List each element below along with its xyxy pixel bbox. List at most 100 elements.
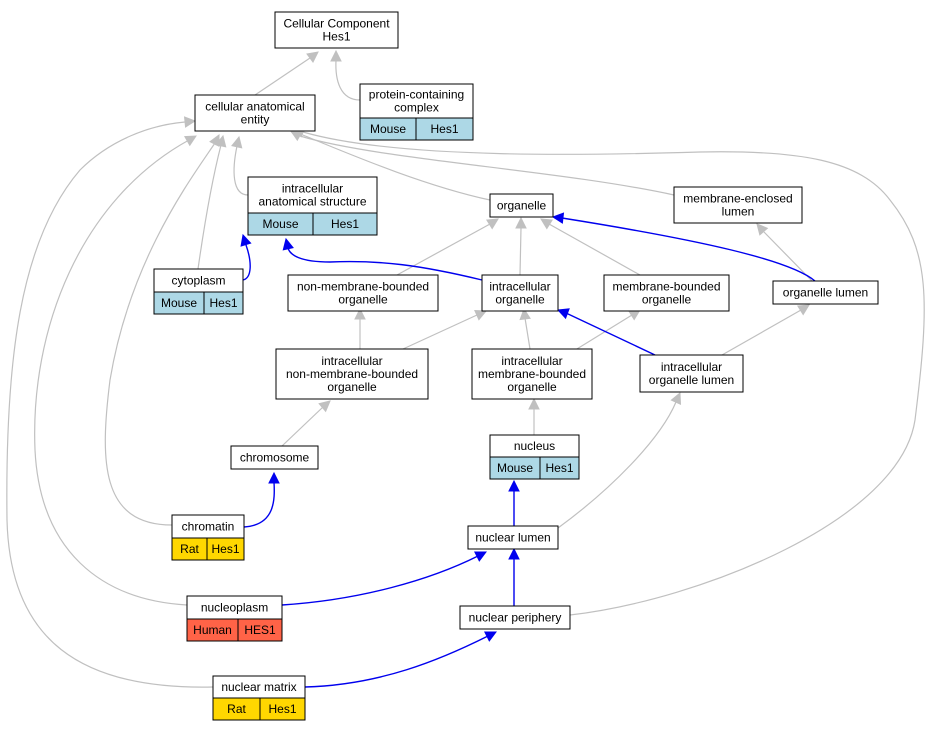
edge-imbo-io <box>524 317 531 350</box>
node-label: Hes1 <box>322 30 350 44</box>
edge-iol-ol <box>721 309 802 356</box>
edge-nmbo-organelle <box>396 223 491 276</box>
gene-cell <box>539 456 580 480</box>
node-ol[interactable]: organelle lumen <box>772 280 879 305</box>
species-label: Mouse <box>497 461 533 475</box>
node-box <box>603 274 730 312</box>
node-label: membrane-enclosed <box>683 192 792 206</box>
edge-chromatin-cae-arrowhead <box>209 134 220 147</box>
node-chromosome[interactable]: chromosome <box>230 445 319 470</box>
edge-io-ias-arrowhead <box>282 237 294 251</box>
edge-chromatin-cae <box>104 142 216 526</box>
edge-imbo-io-arrowhead <box>519 307 531 321</box>
node-label: organelle lumen <box>649 373 734 387</box>
species-label: Rat <box>180 542 199 556</box>
node-label: intracellular <box>321 354 382 368</box>
node-organelle[interactable]: organelle <box>489 193 554 218</box>
node-label: organelle <box>327 380 377 394</box>
node-label: nuclear lumen <box>475 531 550 545</box>
edge-imbo-mbo <box>571 314 633 353</box>
node-label: protein-containing <box>369 88 464 102</box>
node-label: anatomical structure <box>258 195 366 209</box>
species-label: Mouse <box>370 122 406 136</box>
node-label: cytoplasm <box>171 274 225 288</box>
node-label: organelle <box>495 293 545 307</box>
edge-iol-io-arrowhead <box>556 308 570 320</box>
species-label: Human <box>193 623 232 637</box>
edge-inmbo-io <box>402 314 478 350</box>
edge-cae-root-arrowhead <box>306 51 319 63</box>
node-label: chromatin <box>182 520 235 534</box>
node-label: organelle <box>497 199 547 213</box>
edge-cytoplasm-ias <box>242 244 251 281</box>
edge-nmatrix-cae-arrowhead <box>183 116 197 128</box>
edge-nmbo-organelle-arrowhead <box>486 218 499 230</box>
gene-cell <box>312 212 378 236</box>
node-box <box>247 176 378 214</box>
gene-label: Hes1 <box>331 217 359 231</box>
node-box <box>287 274 439 312</box>
edges <box>6 49 925 688</box>
node-box <box>274 11 399 49</box>
node-label: entity <box>241 113 270 127</box>
edge-nlumen-iol-arrowhead <box>670 391 682 405</box>
edge-nucleoplasm-nlumen-arrowhead <box>474 551 487 562</box>
node-box <box>673 186 803 224</box>
node-box <box>194 94 316 132</box>
gene-label: HES1 <box>244 623 276 637</box>
node-label: nucleoplasm <box>201 601 268 615</box>
node-label: complex <box>394 101 439 115</box>
edge-nperiph-nlumen-arrowhead <box>508 547 520 560</box>
node-label: membrane-bounded <box>612 280 720 294</box>
gene-label: Hes1 <box>268 702 296 716</box>
edge-nucleus-imbo-arrowhead <box>528 397 540 410</box>
gene-cell <box>415 117 474 141</box>
node-nlumen[interactable]: nuclear lumen <box>467 525 559 550</box>
gene-label: Hes1 <box>209 296 237 310</box>
node-box <box>467 525 559 550</box>
edge-nperiph-cae <box>302 131 925 616</box>
node-label: organelle <box>338 293 388 307</box>
edge-iol-ol-arrowhead <box>797 304 810 316</box>
edge-ol-organelle-arrowhead <box>551 212 565 224</box>
node-label: organelle lumen <box>783 286 868 300</box>
node-label: non-membrane-bounded <box>297 280 429 294</box>
edge-io-organelle <box>519 227 522 276</box>
edge-nucleus-nlumen-arrowhead <box>508 479 520 492</box>
edge-pcc-root-arrowhead <box>330 49 342 62</box>
node-label: organelle <box>642 293 692 307</box>
edge-pcc-root <box>335 59 361 101</box>
node-label: intracellular <box>282 182 343 196</box>
node-box <box>471 348 593 400</box>
node-box <box>275 348 429 400</box>
gene-cell <box>203 291 244 315</box>
node-label: non-membrane-bounded <box>286 367 418 381</box>
edge-ol-mel-arrowhead <box>756 223 769 236</box>
gene-cell <box>237 618 283 642</box>
gene-cell <box>206 537 245 561</box>
node-nperiph[interactable]: nuclear periphery <box>459 605 571 630</box>
node-inmbo[interactable]: intracellularnon-membrane-boundedorganel… <box>275 348 429 400</box>
edge-mbo-organelle-arrowhead <box>540 218 553 230</box>
species-label: Mouse <box>161 296 197 310</box>
gene-label: Hes1 <box>211 542 239 556</box>
edge-nmatrix-cae <box>6 121 214 688</box>
edge-nucleoplasm-nlumen <box>281 555 479 606</box>
node-box <box>230 445 319 470</box>
